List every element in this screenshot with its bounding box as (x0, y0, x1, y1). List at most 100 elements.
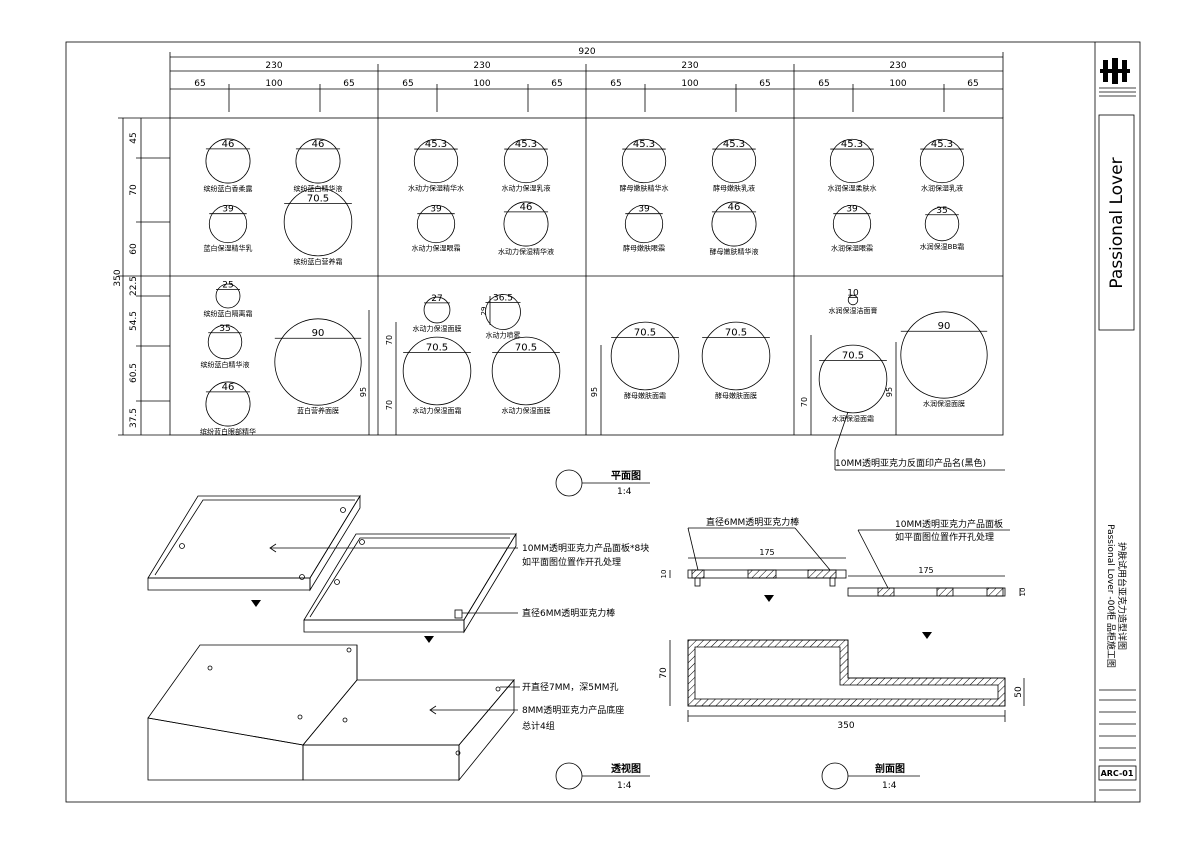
plan-grid (169, 117, 1004, 436)
hole-diameter: 90 (938, 321, 951, 332)
hole-label: 水动力喷雾 (486, 331, 521, 340)
product-hole (274, 318, 362, 406)
product-hole (503, 138, 549, 184)
top-dimensions: 920 230 230 230 230 65 100 65 65 100 65 … (169, 47, 1004, 118)
hole-diameter: 46 (222, 139, 235, 150)
base-note-2: 总计4组 (522, 720, 555, 732)
hole-diameter: 70.5 (307, 193, 329, 204)
dim-sub: 65 (818, 79, 829, 89)
product-hole (919, 138, 965, 184)
dim-sub: 65 (759, 79, 770, 89)
dim-left: 60.5 (129, 363, 139, 383)
sheet-border (65, 41, 1141, 803)
hole-diameter: 46 (520, 202, 533, 213)
product-hole (503, 201, 549, 247)
rod-note: 直径6MM透明亚克力棒 (522, 607, 615, 619)
product-hole (215, 283, 241, 309)
dim-left: 22.5 (129, 276, 139, 296)
base-note-1: 8MM透明亚克力产品底座 (522, 704, 624, 716)
hole-diameter: 39 (846, 205, 858, 215)
sec-dim-10b: 10 (1019, 588, 1027, 597)
hole-label: 酵母嫩肤面膜 (715, 391, 757, 400)
dim-p8a: 70 (800, 397, 809, 407)
hole-diameter: 45.3 (931, 139, 953, 150)
hole-label: 缤纷蓝白精华液 (201, 360, 250, 369)
hole-diameter: 25 (222, 280, 233, 290)
plan-scale: 1:4 (617, 487, 632, 497)
dim-panel-3: 230 (681, 61, 698, 71)
dim-sub: 65 (551, 79, 562, 89)
product-hole (208, 204, 248, 244)
hole-label: 水动力保湿精华水 (408, 184, 464, 193)
product-hole (423, 296, 451, 324)
sec-dim-50: 50 (1014, 686, 1024, 698)
dim-p6-small: 29 (480, 307, 488, 316)
dim-sub: 100 (889, 79, 906, 89)
product-hole (207, 324, 243, 360)
product-hole (832, 204, 872, 244)
hole-diameter: 46 (222, 382, 235, 393)
dim-panel-4: 230 (889, 61, 906, 71)
hole-diameter: 70.5 (842, 350, 864, 361)
dim-sub: 65 (967, 79, 978, 89)
dim-p7: 95 (590, 387, 599, 397)
hole-label: 水动力保湿面膜 (502, 406, 551, 415)
hole-diameter: 45.3 (515, 139, 537, 150)
dim-sub: 65 (194, 79, 205, 89)
dim-sub: 100 (473, 79, 490, 89)
hole-label: 缤纷蓝白香柔露 (204, 184, 253, 193)
back-print-callout: 10MM透明亚克力反面印产品名(黑色) (834, 411, 1005, 471)
dim-sub: 65 (402, 79, 413, 89)
dim-panel-2: 230 (473, 61, 490, 71)
section-base: 70 50 350 (659, 639, 1025, 731)
hole-label: 缤纷蓝白精华液 (294, 184, 343, 193)
dim-overall-height: 350 (113, 269, 123, 286)
dim-left: 45 (129, 132, 139, 143)
dim-p6a: 70 (385, 335, 394, 345)
dim-left: 37.5 (129, 408, 139, 428)
brand-box (1098, 114, 1135, 331)
product-hole (295, 138, 341, 184)
product-hole (829, 138, 875, 184)
hole-label: 酵母嫩肤面霜 (624, 391, 666, 400)
product-hole (283, 187, 353, 257)
hole-note: 开直径7MM，深5MM孔 (522, 681, 619, 693)
hole-label: 酵母嫩肤精华液 (710, 247, 759, 256)
dim-overall: 920 (578, 47, 595, 57)
dim-sub: 65 (610, 79, 621, 89)
arrow-down-icon (424, 636, 434, 643)
hole-label: 水润保湿柔肤水 (828, 184, 877, 193)
base-block: 开直径7MM，深5MM孔 8MM透明亚克力产品底座 总计4组 (147, 644, 624, 782)
hole-label: 水润保湿乳液 (921, 184, 963, 193)
product-hole (701, 321, 771, 391)
hole-diameter: 35 (936, 206, 947, 216)
hole-label: 水润保湿面霜 (832, 414, 874, 423)
brand-name: Passional Lover (1107, 157, 1127, 288)
hole-label: 酵母嫩肤乳液 (713, 184, 755, 193)
product-hole (485, 294, 521, 330)
lower-panel-holes: 25缤纷蓝白隔离霜35缤纷蓝白精华液46缤纷蓝白眼部精华90蓝白营养面膜27水动… (200, 280, 988, 436)
dim-p6b: 70 (385, 400, 394, 410)
hole-label: 酵母嫩肤眼霜 (623, 244, 665, 253)
lower-panel-dims: 95 70 70 29 95 70 95 (359, 296, 897, 435)
plan-view-title: 平面图 1:4 (555, 469, 650, 497)
section-scale: 1:4 (882, 781, 897, 791)
dim-sub: 65 (343, 79, 354, 89)
hole-label: 水润保湿洁面膏 (829, 306, 878, 315)
hole-diameter: 39 (222, 205, 234, 215)
hole-diameter: 35 (219, 324, 230, 334)
perspective-scale: 1:4 (617, 781, 632, 791)
hole-label: 缤纷蓝白营养霜 (294, 257, 343, 266)
left-dimensions: 350 45 70 60 22.5 54.5 60.5 37.5 (113, 117, 170, 436)
hole-label: 水动力保湿乳液 (502, 184, 551, 193)
project-title: Passional Lover -00柜 品柜施工图 (1105, 524, 1117, 668)
dim-p8b: 95 (885, 387, 894, 397)
hole-diameter: 36.5 (493, 293, 513, 303)
product-hole (711, 138, 757, 184)
product-hole (205, 381, 251, 427)
hole-label: 水动力保湿眼霜 (412, 244, 461, 253)
product-hole (818, 344, 888, 414)
hole-diameter: 10 (847, 288, 859, 298)
sec-dim-175b: 175 (918, 566, 933, 575)
